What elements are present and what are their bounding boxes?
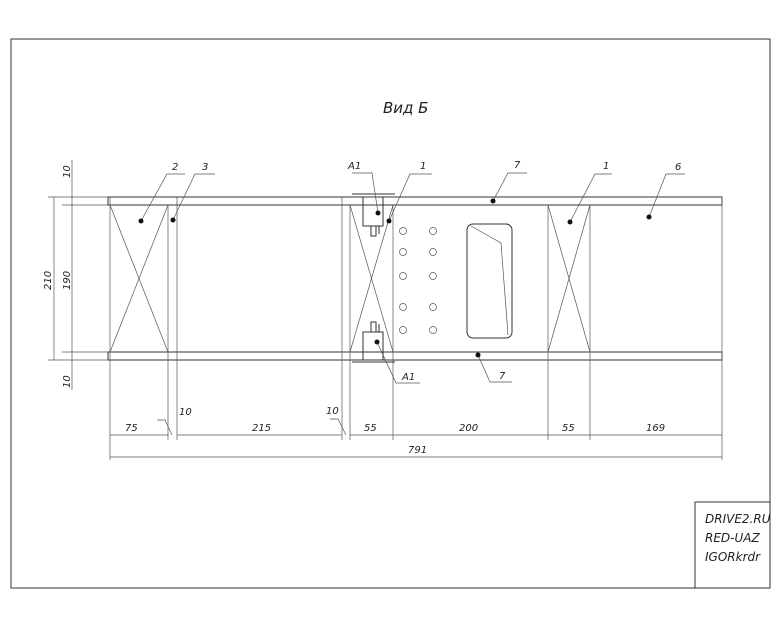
dim-10-b: 10 (326, 406, 339, 417)
dim-55-b: 55 (562, 423, 575, 434)
sheet-frame (10, 38, 771, 589)
dim-210: 210 (43, 271, 54, 290)
view-title: Вид Б (383, 99, 428, 117)
callout-a1-top: A1 (347, 161, 361, 172)
dim-200: 200 (459, 423, 478, 434)
dim-bottom-10: 10 (62, 375, 73, 388)
dim-215: 215 (252, 423, 271, 434)
title-block (694, 501, 771, 589)
title-block-line2: RED-UAZ (705, 531, 760, 545)
frame-assembly (107, 193, 723, 460)
dim-791: 791 (408, 445, 427, 456)
horizontal-dimension-lines (110, 418, 722, 458)
dim-75: 75 (125, 423, 138, 434)
dim-190: 190 (62, 271, 73, 290)
callout-6: 6 (675, 162, 681, 173)
cross-braces (109, 204, 591, 353)
title-block-line3: IGORkrdr (705, 550, 761, 564)
title-block-line1: DRIVE2.RU (705, 512, 771, 526)
dim-169: 169 (646, 423, 665, 434)
callout-3: 3 (202, 162, 208, 173)
callout-1-right: 1 (603, 161, 609, 172)
vertical-dimensions (48, 160, 108, 390)
bottom-rail (107, 351, 723, 361)
dim-10-a: 10 (179, 407, 192, 418)
callout-1-left: 1 (420, 161, 426, 172)
callout-7-bottom: 7 (499, 371, 506, 382)
bracket-a1-top (352, 193, 395, 237)
callout-2: 2 (172, 162, 178, 173)
callout-dots (138, 198, 652, 358)
callout-leaders (140, 172, 685, 384)
callout-7-top: 7 (514, 160, 521, 171)
window-opening (466, 223, 513, 339)
callout-a1-bottom: A1 (401, 372, 415, 383)
top-rail (107, 196, 723, 206)
bracket-a1-bottom (352, 321, 395, 363)
dim-55-a: 55 (364, 423, 377, 434)
bolt-holes (399, 227, 437, 334)
dim-top-10: 10 (62, 165, 73, 178)
